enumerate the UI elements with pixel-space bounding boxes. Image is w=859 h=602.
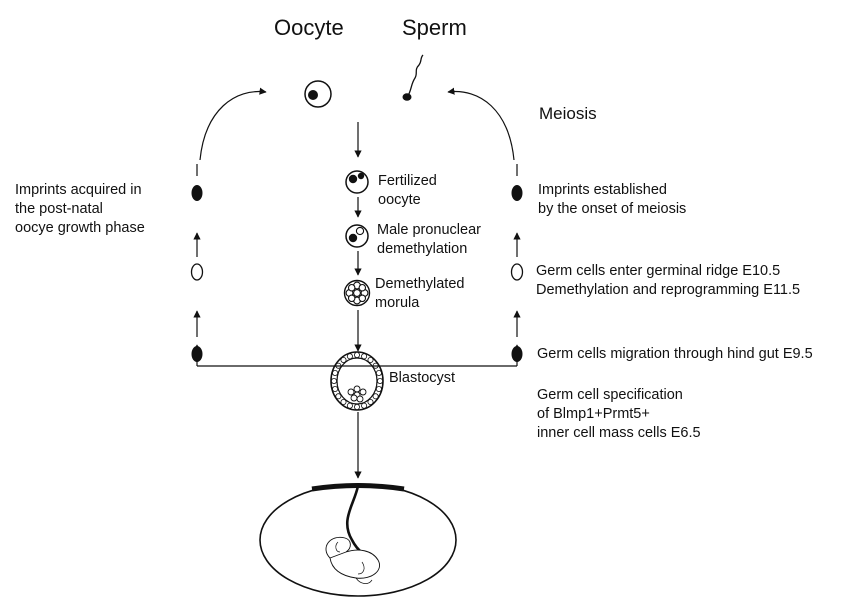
specification-label: Germ cell specification of Blmp1+Prmt5+ … [537,386,701,443]
trophectoderm-cell [331,378,336,383]
oocyte-cell-icon [305,81,331,107]
germ-enter-line-2: Demethylation and reprogramming E11.5 [536,281,800,300]
trophectoderm-cell [368,357,373,362]
trophectoderm-cell [373,394,378,399]
right-germ-cell-filled-bottom [512,346,523,362]
morula-label: Demethylated morula [375,275,464,313]
fertilized-line-1: Fertilized [378,172,437,191]
trophectoderm-cell [377,378,382,383]
trophectoderm-cell [362,354,367,359]
trophectoderm-cell [347,354,352,359]
trophectoderm-cell [347,403,352,408]
right-curved-arrow [448,92,514,160]
fertilized-oocyte-icon [346,171,368,193]
pronuclear-label: Male pronuclear demethylation [377,221,481,259]
specification-line-3: inner cell mass cells E6.5 [537,424,701,443]
blastocyst-label: Blastocyst [389,369,455,388]
blastocyst-icon [331,352,383,410]
left-curved-arrow [200,92,266,160]
germ-enter-line-1: Germ cells enter germinal ridge E10.5 [536,262,800,281]
right-germ-cell-filled-top [512,185,523,201]
imprints-established-label: Imprints established by the onset of mei… [538,181,686,219]
pronuclear-demethylation-icon [346,225,368,247]
left-germ-cell-filled-top [192,185,203,201]
right-germ-cell-open [512,264,523,280]
trophectoderm-cell [362,403,367,408]
meiosis-label: Meiosis [539,103,597,124]
specification-line-2: of Blmp1+Prmt5+ [537,405,701,424]
embryo-in-uterus-icon [260,484,456,596]
imprints-acquired-line-3: oocye growth phase [15,219,145,238]
left-germ-cell-filled-bottom [192,346,203,362]
imprints-acquired-line-2: the post-natal [15,200,145,219]
imprints-established-line-2: by the onset of meiosis [538,200,686,219]
sperm-icon [403,55,424,101]
morula-line-2: morula [375,294,464,313]
trophectoderm-cell [333,370,338,375]
imprints-acquired-line-1: Imprints acquired in [15,181,145,200]
trophectoderm-cell [376,370,381,375]
morula-line-1: Demethylated [375,275,464,294]
specification-line-1: Germ cell specification [537,386,701,405]
sperm-label: Sperm [402,15,467,41]
left-germ-cell-open [192,264,203,280]
morula-icon [345,281,370,306]
trophectoderm-cell [354,404,359,409]
trophectoderm-cell [376,386,381,391]
germ-enter-label: Germ cells enter germinal ridge E10.5 De… [536,262,800,300]
trophectoderm-cell [333,386,338,391]
trophectoderm-cell [341,399,346,404]
trophectoderm-cell [336,394,341,399]
pronuclear-line-1: Male pronuclear [377,221,481,240]
trophectoderm-cell [368,399,373,404]
fertilized-oocyte-label: Fertilized oocyte [378,172,437,210]
germ-migration-label: Germ cells migration through hind gut E9… [537,345,813,364]
trophectoderm-cell [354,352,359,357]
trophectoderm-cell [341,357,346,362]
imprints-established-line-1: Imprints established [538,181,686,200]
oocyte-label: Oocyte [274,15,344,41]
pronuclear-line-2: demethylation [377,240,481,259]
imprints-acquired-label: Imprints acquired in the post-natal oocy… [15,181,145,238]
fertilized-line-2: oocyte [378,191,437,210]
